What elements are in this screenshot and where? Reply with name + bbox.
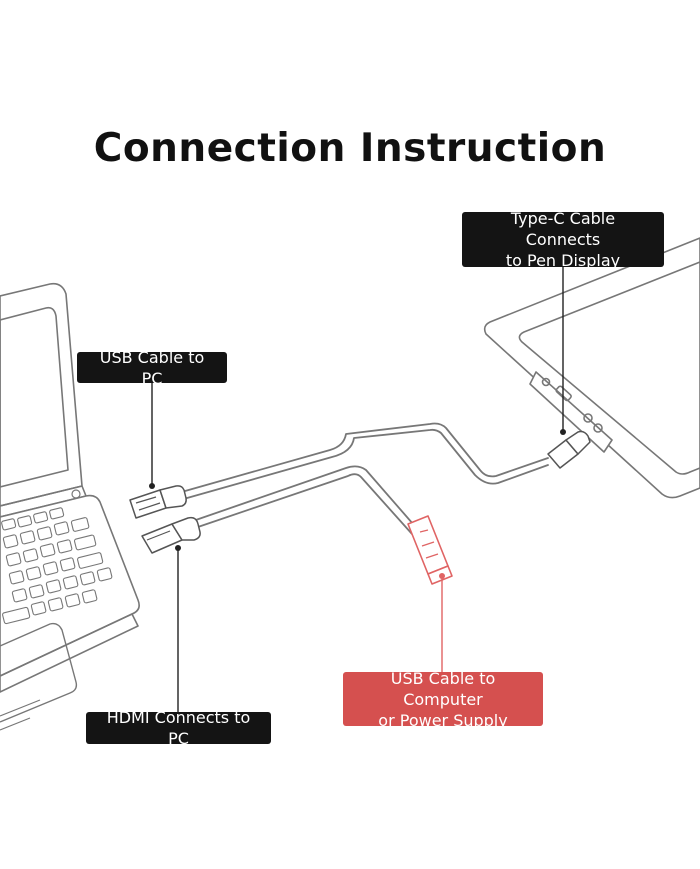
hdmi-connector xyxy=(141,516,201,554)
callout-type-c: Type-C Cable Connects to Pen Display xyxy=(462,209,664,270)
usb-a-connector xyxy=(129,485,187,519)
leader-lines xyxy=(149,266,566,712)
page-title: Connection Instruction xyxy=(93,126,607,171)
callout-usb-pc: USB Cable to PC xyxy=(77,348,227,388)
callout-type-c-text: Type-C Cable Connects to Pen Display xyxy=(505,209,621,270)
callout-usb-pc-text: USB Cable to PC xyxy=(99,347,205,388)
laptop-keyboard xyxy=(1,507,113,625)
red-usb-connector xyxy=(407,515,453,585)
callout-hdmi: HDMI Connects to PC xyxy=(86,708,271,748)
pen-display-illustration xyxy=(483,237,700,499)
callout-usb-power-text: USB Cable to Computer or Power Supply xyxy=(378,668,508,730)
callout-hdmi-text: HDMI Connects to PC xyxy=(106,708,251,748)
cables xyxy=(177,422,549,535)
callout-usb-power: USB Cable to Computer or Power Supply xyxy=(343,669,543,730)
type-c-connector xyxy=(547,430,591,469)
